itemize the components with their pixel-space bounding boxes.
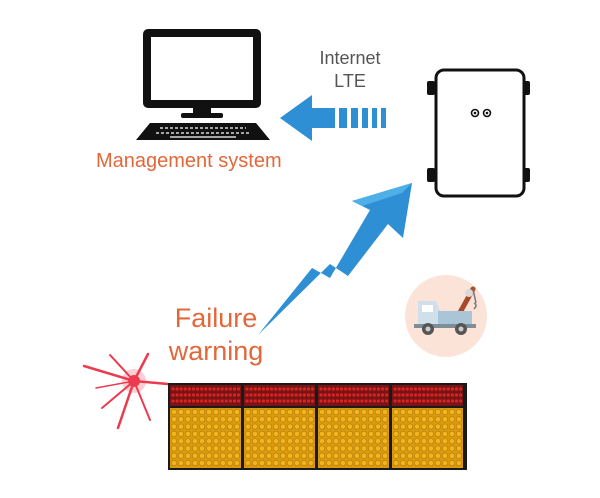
failure-warning-line1: Failure [174, 303, 258, 333]
led-module [392, 385, 463, 468]
data-arrow-icon [280, 95, 386, 141]
failure-warning-line2: warning [168, 336, 264, 366]
tow-truck-icon [405, 275, 487, 357]
alarm-flash-icon [82, 352, 170, 430]
management-system-label: Management system [96, 150, 282, 172]
led-module [318, 385, 389, 468]
led-sign-board [168, 383, 467, 470]
connection-type-internet: Internet [319, 48, 381, 68]
desktop-computer-icon [136, 29, 270, 140]
failure-warning-label: Failure warning [158, 302, 274, 368]
led-module [170, 385, 241, 468]
led-module [244, 385, 315, 468]
controller-box-icon [427, 68, 530, 198]
connection-type-lte: LTE [334, 71, 366, 91]
connection-label: Internet LTE [310, 47, 390, 93]
wireless-signal-arrow-icon [258, 183, 412, 335]
